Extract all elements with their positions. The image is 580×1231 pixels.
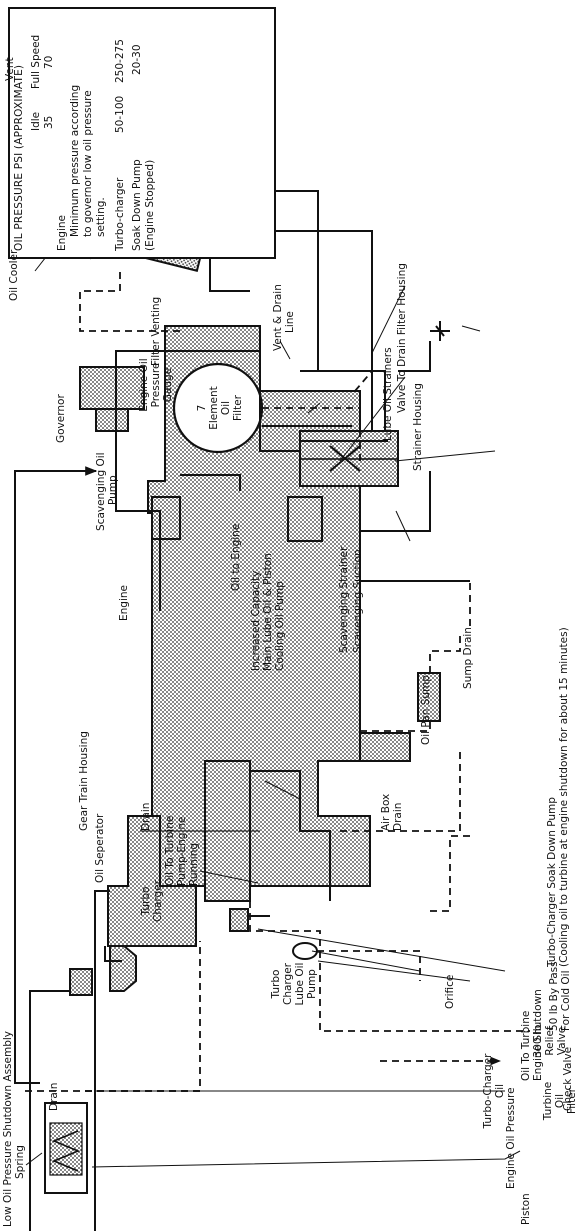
turbo-charger-line-1: Turbo: [140, 871, 152, 931]
turbo-charger-oil-line-2: Oil: [494, 1051, 506, 1131]
soak-row-label: Soak Down Pump: [131, 159, 144, 251]
engine-row-label: Engine: [56, 215, 69, 251]
scav-pump-line-2: Pump: [107, 452, 119, 505]
col-idle: Idle: [30, 112, 43, 131]
element-line-2: Element: [208, 378, 220, 438]
engine-note-3: setting.: [95, 197, 108, 237]
pressure-table-title: OIL PRESSURE PSI (APPROXIMATE): [13, 15, 26, 251]
turbo-lube-pump-label: Turbo Charger Lube Oil Pump: [270, 949, 318, 1019]
turbo-charger-oil-label: Turbo-Charger Oil: [482, 1051, 506, 1131]
vent-label: Vent: [4, 57, 16, 81]
engine-note-1: Minimum pressure according: [69, 85, 82, 237]
filter-venting-label: Filter Venting: [150, 297, 162, 366]
main-pump-line-1: Increased Capacity: [250, 553, 262, 671]
strainer-housing-label: Strainer Housing: [412, 383, 424, 471]
oil-to-turbine-run-line-2: Pump-Engine: [176, 816, 188, 886]
scav-pump-line-1: Scavenging Oil: [95, 452, 107, 531]
lube-strainers-label: Lube Oil Strainers: [382, 347, 394, 441]
oil-to-engine-label: Oil to Engine: [230, 524, 242, 591]
oil-pan-sump-label: Oil Pan Sump: [420, 675, 432, 745]
governor-label: Governor: [55, 394, 67, 443]
soak-pump-line-2: (Cooling oil to turbine at engine shutdo…: [558, 627, 570, 967]
scavenging-oil-pump: [152, 497, 180, 539]
vent-drain-line-2: Line: [284, 284, 296, 333]
element-line-4: Filter: [232, 378, 244, 438]
turbo-charger-oil-line-1: Turbo-Charger: [482, 1051, 494, 1131]
element-filter-label: 7 Element Oil Filter: [196, 378, 244, 438]
lube-pump-line-1: Turbo: [270, 949, 282, 1019]
turbo-row-label: Turbo-charger: [114, 178, 127, 251]
turbo-charger-line-2: Charger: [152, 871, 164, 931]
element-line-3: Oil: [220, 378, 232, 438]
element-line-1: 7: [196, 378, 208, 438]
orifice-label: Orifice: [444, 975, 456, 1009]
gear-train-housing-label: Gear Train Housing: [78, 731, 90, 831]
engine-note-2: to governor low oil pressure: [82, 90, 95, 237]
oil-to-turbine-running-label: Oil To Turbine Pump-Engine Running: [164, 816, 200, 886]
spring-label: Spring: [14, 1145, 26, 1179]
vent-drain-label: Vent & Drain Line: [272, 284, 296, 351]
gauge-line-1: Engine Oil: [138, 345, 150, 425]
drain-label-2: Drain: [140, 803, 152, 831]
gauge-line-3: Gauge: [162, 345, 174, 425]
engine-label: Engine: [118, 585, 130, 621]
soak-value: 20-30: [131, 44, 144, 75]
oil-to-turbine-run-line-3: Running: [188, 816, 200, 886]
main-pump-line-2: Main Lube Oil & Piston: [262, 553, 274, 671]
engine-idle-value: 35: [43, 116, 56, 129]
main-pump-line-3: Cooling Oil Pump: [274, 553, 286, 671]
vent-drain-line-1: Vent & Drain: [272, 284, 284, 351]
main-lube-oil-pump: [288, 497, 322, 541]
governor: [80, 367, 144, 431]
oil-to-turbine-shut-line-1: Oil To Turbine: [520, 989, 532, 1081]
engine-full-value: 70: [43, 56, 56, 69]
low-oil-shutdown-assembly: [45, 1103, 87, 1193]
check-valve-label: Check Valve: [562, 1047, 574, 1111]
air-box-drain-line-2: Drain: [392, 794, 404, 831]
low-oil-shutdown-label: Low Oil Pressure Shutdown Assembly: [2, 1031, 14, 1227]
lube-pump-line-2: Charger: [282, 949, 294, 1019]
piston-label: Piston: [520, 1193, 532, 1225]
turbo-full-value: 250-275: [114, 39, 127, 83]
engine-oil-pressure-label: Engine Oil Pressure: [505, 1087, 517, 1189]
air-box-drain-label: Air Box Drain: [380, 794, 404, 831]
scavenging-strainer-label: Scavenging Strainer: [338, 547, 350, 653]
scavenging-suction-label: Scavenging Suction: [352, 549, 364, 653]
valve-to-drain-label: Valve To Drain Filter Housing: [396, 263, 408, 413]
drain-label-1: Drain: [48, 1083, 60, 1111]
soak-pump-label: Turbo-Charger Soak Down Pump (Cooling oi…: [546, 627, 570, 1021]
scavenging-pump-label: Scavenging Oil Pump: [95, 452, 119, 531]
soak-note: (Engine Stopped): [144, 160, 157, 251]
relief-valve: [70, 969, 92, 995]
air-box-drain-line-1: Air Box: [380, 794, 392, 831]
oil-to-turbine-shut-line-2: Engine Shutdown: [532, 989, 544, 1081]
sump-drain-label: Sump Drain: [462, 627, 474, 689]
turbo-lube-pump: [230, 909, 248, 931]
oil-to-turbine-run-line-1: Oil To Turbine: [164, 816, 176, 886]
col-full-speed: Full Speed: [30, 35, 43, 89]
lube-pump-line-3: Lube Oil: [294, 949, 306, 1019]
main-pump-label: Increased Capacity Main Lube Oil & Pisto…: [250, 553, 286, 671]
oil-pan-sump: [360, 733, 410, 761]
oil-seperator-label: Oil Seperator: [94, 814, 106, 883]
oil-pressure-table: OIL PRESSURE PSI (APPROXIMATE) Idle Full…: [8, 7, 276, 259]
turbo-idle-value: 50-100: [114, 96, 127, 133]
lube-pump-line-4: Pump: [306, 949, 318, 1019]
turbo-charger-label: Turbo Charger: [140, 871, 164, 931]
oil-cooler-label: Oil Cooler: [8, 250, 20, 301]
oil-to-turbine-shutdown-label: Oil To Turbine Engine Shutdown: [520, 989, 544, 1081]
turbine-oil-filter: [110, 946, 136, 991]
soak-pump-line-1: Turbo-Charger Soak Down Pump: [546, 627, 558, 967]
